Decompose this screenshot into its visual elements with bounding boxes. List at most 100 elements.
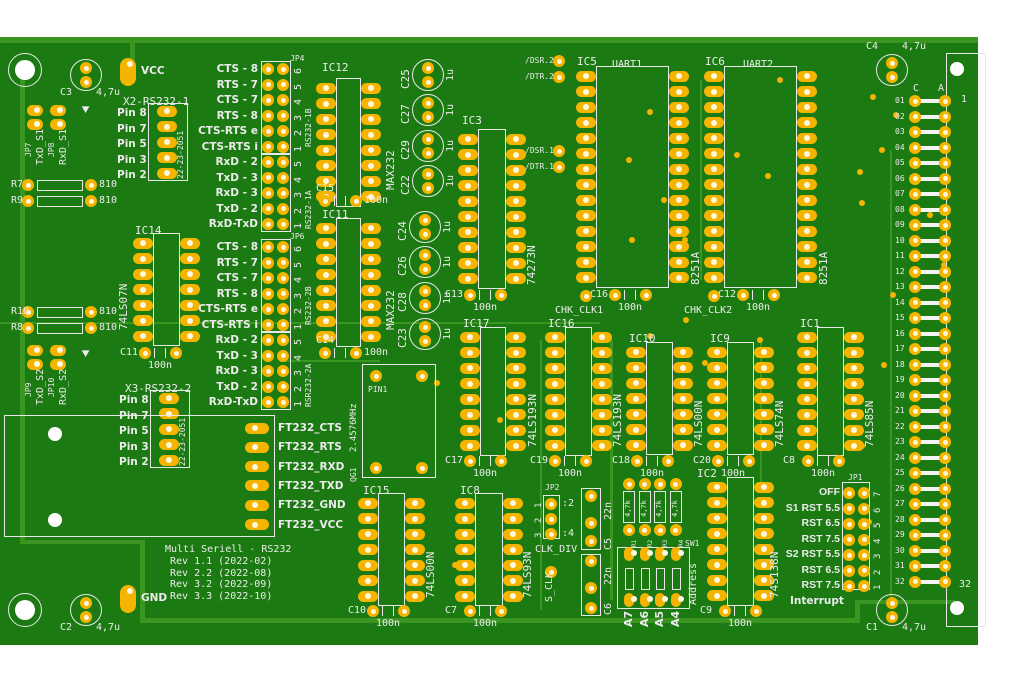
- jp4-num: 3: [293, 191, 304, 198]
- switch-lever: [640, 568, 650, 590]
- jp6-num: 5: [293, 338, 304, 345]
- ic-pin: [316, 269, 336, 280]
- edge-finger: [917, 362, 945, 367]
- electrolytic-cap: [70, 594, 102, 626]
- ic-pin: [361, 98, 381, 109]
- ic-ref-ic6: IC6: [705, 55, 725, 68]
- edge-row-number: 10: [895, 235, 905, 245]
- jp1-pin: [858, 549, 870, 561]
- ic-pin: [844, 424, 864, 436]
- ic-pin: [361, 238, 381, 249]
- test-point: [580, 290, 592, 302]
- c5-value: 22n: [603, 501, 614, 520]
- jp2-label: CLK_DIV: [535, 544, 578, 555]
- capacitor-symbol: [646, 456, 658, 466]
- ic-pin: [506, 273, 526, 284]
- jp4-pin: [262, 218, 274, 230]
- x3-title: X3-RS232-2: [125, 382, 192, 395]
- cap-value: 4,7u: [96, 87, 121, 98]
- ic-pin: [316, 98, 336, 109]
- edge-pin-c: [909, 389, 921, 402]
- jp6-num: 3: [293, 292, 304, 299]
- edge-pin-c: [909, 95, 921, 107]
- ic-pin: [754, 528, 774, 539]
- ic-ref-ic14: IC14: [135, 224, 162, 237]
- edge-row-number: 25: [895, 468, 905, 477]
- c5-ref: C5: [603, 537, 614, 550]
- ic-pin: [673, 424, 693, 435]
- jp1-num: 7: [873, 491, 883, 497]
- edge-pin-c: [909, 327, 921, 340]
- ic-pin: [405, 590, 425, 602]
- ic-pin: [707, 408, 727, 420]
- jp4-pin: [262, 187, 274, 199]
- ic-pin: [754, 408, 774, 420]
- jumper-pad: [27, 118, 43, 130]
- edge-last: 32: [959, 579, 972, 590]
- cap-value: 100n: [364, 195, 389, 206]
- ic-pin: [460, 440, 480, 451]
- x3-pin: [159, 423, 179, 435]
- jp1-num: 4: [873, 538, 883, 544]
- mount-hole: [48, 427, 62, 441]
- ic-pin: [754, 377, 774, 389]
- ic-pin: [405, 497, 425, 509]
- ic-pin: [361, 129, 381, 140]
- ic-pin: [316, 129, 336, 140]
- via: [927, 212, 933, 218]
- ic-pin: [460, 424, 480, 436]
- jp1-pin: [843, 533, 855, 546]
- ic-pin: [133, 268, 153, 280]
- ft232-label: FT232_RTS: [278, 441, 342, 454]
- ic-pin: [506, 362, 526, 374]
- jp6-pin: [277, 334, 289, 346]
- edge-finger: [917, 440, 945, 444]
- ic-pin: [361, 284, 381, 296]
- ic-pin: [797, 132, 817, 144]
- ic-pin: [316, 82, 336, 94]
- ic-pin: [458, 149, 478, 160]
- electrolytic-cap: [412, 130, 444, 162]
- x2-pin: [157, 105, 177, 117]
- cap-value: 4,7u: [902, 622, 927, 633]
- vcc-pad: [120, 58, 136, 86]
- ic-pin: [754, 481, 774, 493]
- edge-pin-a: [939, 560, 951, 572]
- ic-pin: [576, 179, 596, 190]
- via: [497, 417, 503, 423]
- ft232-pin: [245, 519, 269, 530]
- jp2-pin: [545, 513, 557, 525]
- ic-pin: [704, 132, 724, 144]
- jp4-num: 2: [293, 207, 304, 214]
- cap-pad: [662, 455, 674, 467]
- jp2-opt1: :2: [562, 498, 575, 509]
- edge-col-a: A: [938, 83, 945, 94]
- edge-row-number: 16: [895, 328, 905, 338]
- cap-pad: [585, 490, 597, 502]
- jumper-pad: [27, 344, 43, 356]
- x2-pin-label: Pin 5: [117, 138, 147, 151]
- x2-pin: [157, 152, 177, 164]
- resistor-body: [37, 196, 83, 207]
- ic-pin: [669, 132, 689, 144]
- jp6-num: 3: [293, 369, 304, 376]
- resistor-ref: R9: [11, 195, 24, 206]
- edge-finger: [917, 347, 945, 351]
- ic-pin: [797, 347, 817, 358]
- jp4-num: 2: [293, 129, 304, 136]
- edge-row-number: 29: [895, 530, 905, 539]
- edge-row-number: 24: [895, 452, 905, 462]
- jp6-pin: [262, 365, 274, 377]
- ic-part-ic2: 74S138N: [768, 551, 781, 598]
- jumper-pad: [50, 118, 66, 130]
- jp6-num: 1: [293, 400, 304, 407]
- ic-pin: [358, 559, 378, 571]
- ic-pin: [455, 497, 475, 509]
- edge-finger: [917, 254, 945, 258]
- edge-row-number: 06: [895, 173, 905, 183]
- cap-pad: [886, 57, 898, 69]
- res-pad: [654, 524, 666, 536]
- jp6-label: TxD - 2: [216, 380, 258, 393]
- jumper-ref: JP10: [47, 377, 56, 397]
